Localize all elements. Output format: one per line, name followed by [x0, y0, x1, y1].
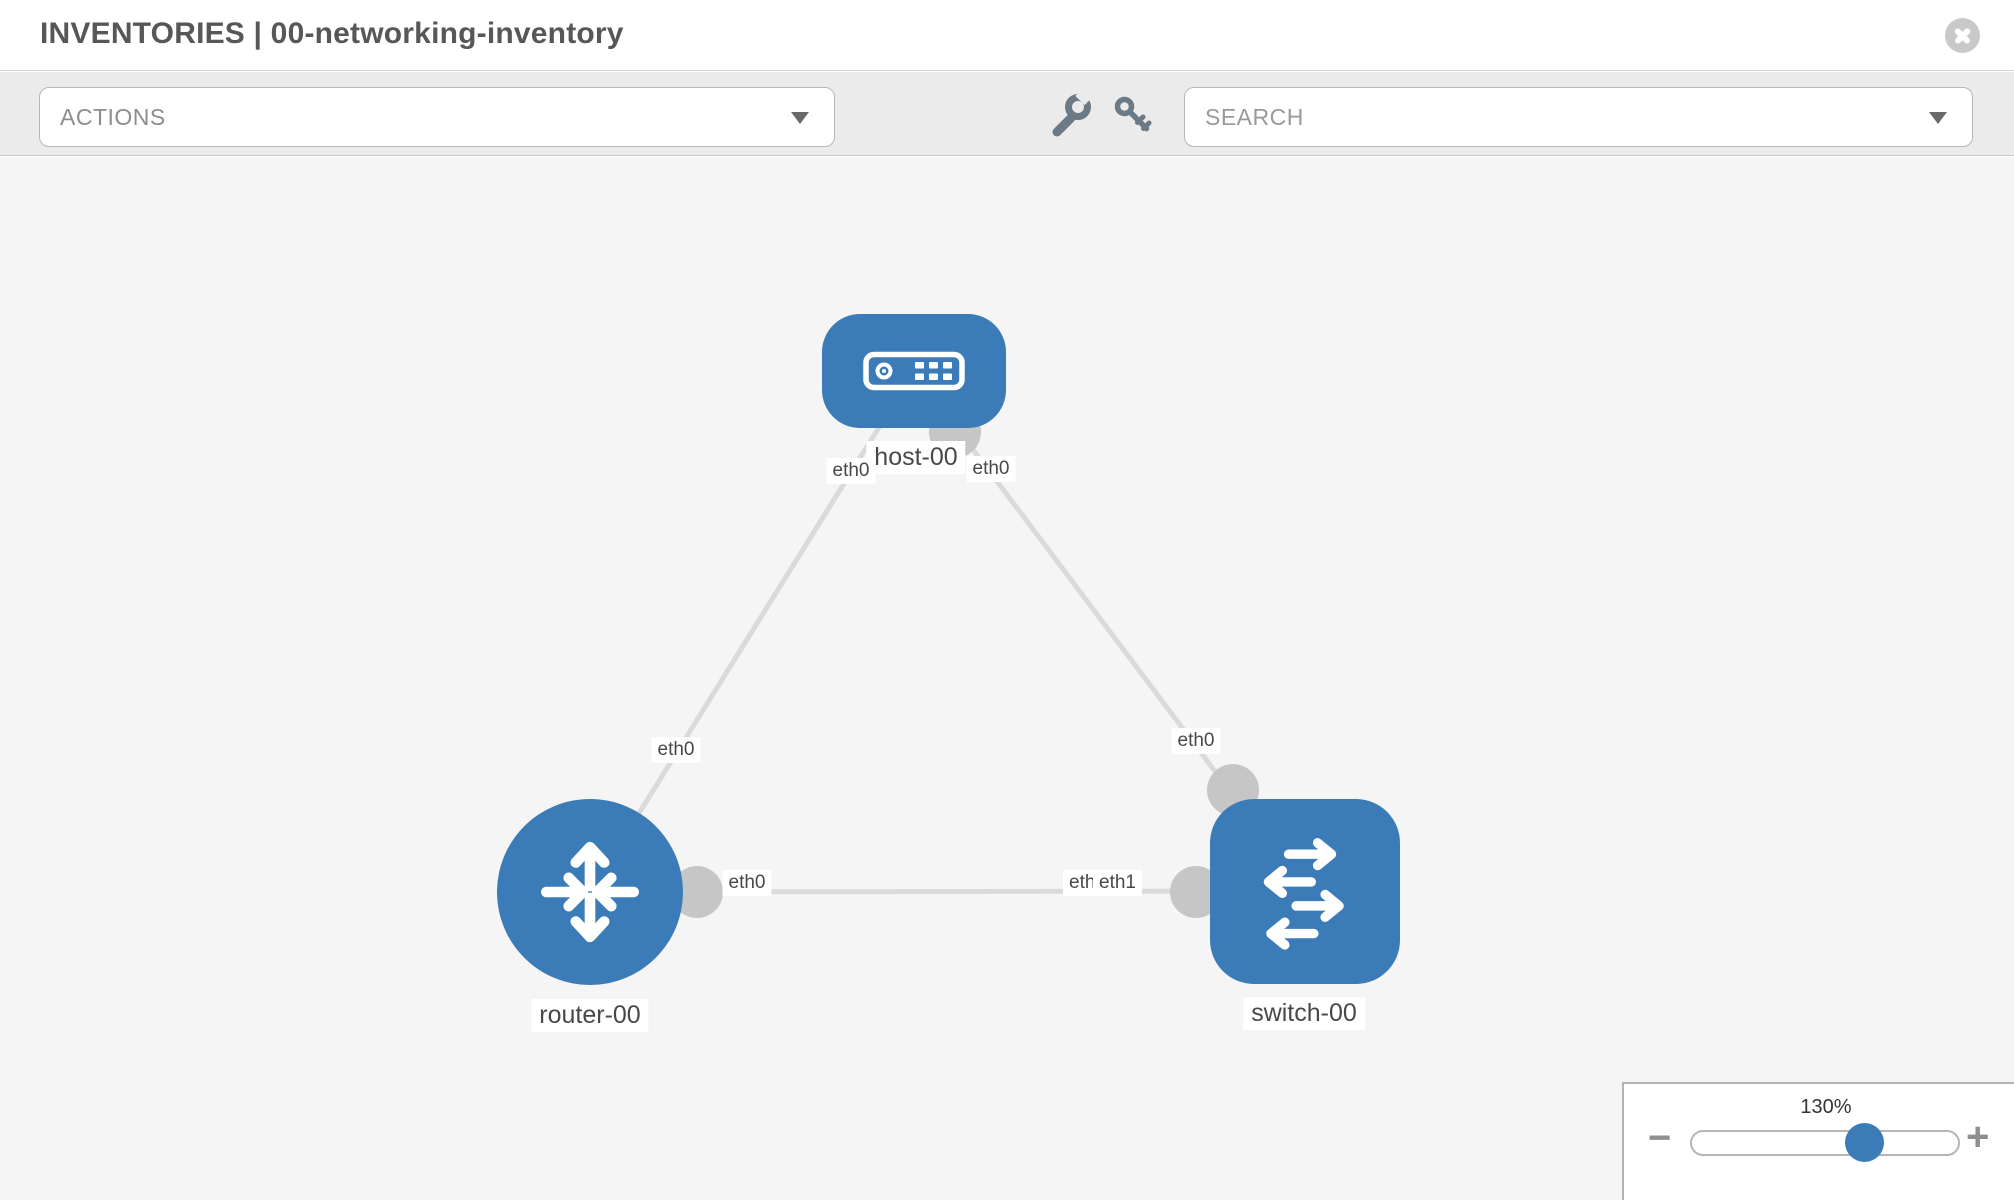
toolbar: ACTIONS SEARCH	[0, 72, 2014, 156]
zoom-slider-thumb[interactable]	[1845, 1123, 1884, 1162]
switch-icon	[1263, 837, 1344, 950]
interface-label: eth0	[826, 458, 876, 484]
search-dropdown[interactable]: SEARCH	[1184, 87, 1973, 147]
node-label-switch: switch-00	[1243, 997, 1365, 1030]
search-placeholder: SEARCH	[1205, 103, 1304, 130]
node-label-router: router-00	[531, 999, 649, 1032]
interface-label: eth1	[1093, 870, 1142, 896]
chevron-down-icon	[791, 112, 809, 124]
interface-label: eth0	[966, 456, 1016, 482]
header-bar: INVENTORIES | 00-networking-inventory	[0, 0, 2014, 71]
host-icon	[863, 351, 965, 391]
node-label-host: host-00	[866, 441, 966, 474]
configure-tools-button[interactable]	[1048, 88, 1092, 143]
zoom-slider-track[interactable]	[1690, 1130, 1960, 1156]
interface-label: eth0	[651, 737, 701, 763]
interface-label: eth0	[722, 870, 772, 896]
wrench-icon	[1052, 88, 1092, 137]
link-host-router[interactable]	[587, 369, 917, 894]
actions-dropdown-label: ACTIONS	[60, 103, 166, 130]
interface-label: eth0	[1171, 728, 1221, 754]
actions-dropdown[interactable]: ACTIONS	[39, 87, 835, 147]
zoom-panel: 130% − +	[1622, 1082, 2014, 1200]
router-icon	[541, 841, 639, 943]
close-button[interactable]	[1945, 18, 1980, 53]
network-canvas[interactable]: host-00 router-00 switch-00 eth0 eth0 et…	[0, 157, 2014, 1200]
zoom-level-value: 130%	[1800, 1096, 1852, 1118]
node-switch-00[interactable]	[1210, 799, 1400, 984]
links-layer	[587, 369, 1307, 895]
page-title: INVENTORIES | 00-networking-inventory	[40, 17, 624, 50]
zoom-in-button[interactable]: +	[1966, 1115, 1990, 1159]
key-credentials-button[interactable]	[1112, 94, 1154, 141]
chevron-down-icon	[1929, 112, 1947, 124]
key-icon	[1114, 96, 1152, 132]
node-router-00[interactable]	[497, 799, 683, 985]
zoom-out-button[interactable]: −	[1648, 1116, 1672, 1160]
node-host-00[interactable]	[822, 314, 1006, 428]
